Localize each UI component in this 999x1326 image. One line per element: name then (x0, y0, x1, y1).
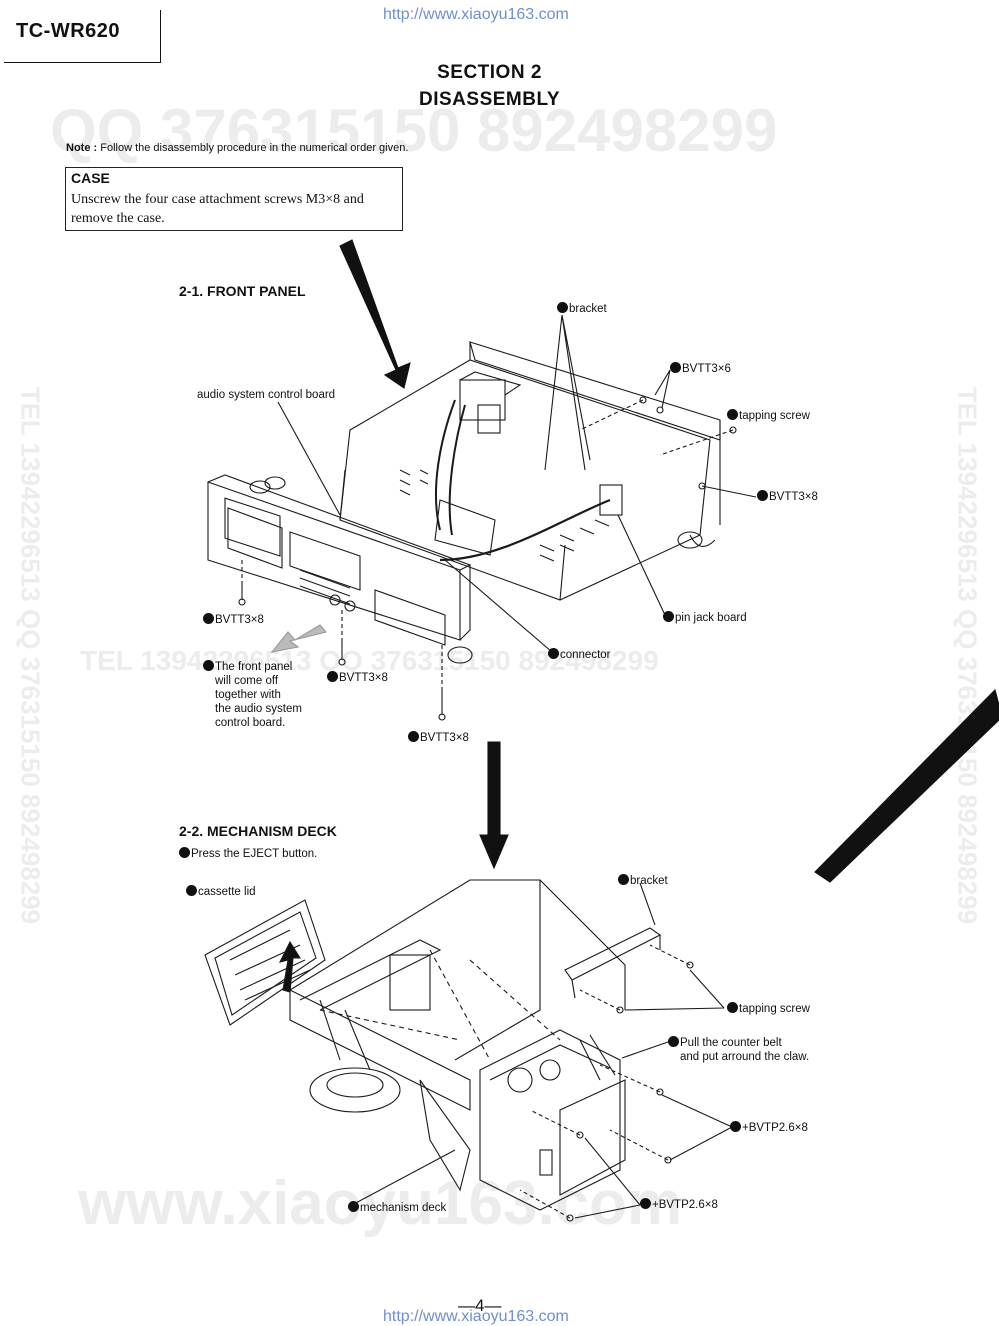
step-5-badge (730, 1121, 741, 1132)
top-url[interactable]: http://www.xiaoyu163.com (383, 6, 569, 23)
callout-bracket-text: bracket (569, 303, 607, 315)
callout-bvtp-bottom: +BVTP2.6×8 (640, 1198, 718, 1211)
step-1-badge (203, 613, 214, 624)
note-label: Note : (66, 142, 98, 154)
step-4-badge (727, 409, 738, 420)
callout-connector-text: connector (560, 649, 611, 661)
step-1-badge (408, 731, 419, 742)
front-panel-note-line: together with (215, 689, 281, 701)
mechanism-deck-heading: 2-2. MECHANISM DECK (179, 823, 337, 839)
watermark-tel: TEL 13942296513 QQ 376315150 892498299 (80, 645, 659, 676)
note-text: Follow the disassembly procedure in the … (100, 142, 409, 154)
callout-audio-board: audio system control board (197, 389, 336, 401)
callout-cassette-lid: cassette lid (186, 885, 256, 898)
section-subtitle: DISASSEMBLY (419, 89, 560, 110)
callout-counter-belt: Pull the counter belt and put arround th… (668, 1036, 809, 1064)
step-7-badge (557, 302, 568, 313)
callout-bvtp-right: +BVTP2.6×8 (730, 1121, 808, 1134)
step-4-badge (668, 1036, 679, 1047)
callout-mech-tapping-screw-text: tapping screw (739, 1003, 810, 1015)
callout-front-panel-note: The front panel will come off together w… (203, 660, 302, 730)
step-2-badge (727, 1002, 738, 1013)
callout-mech-tapping-screw: tapping screw (727, 1002, 810, 1015)
mechanism-deck-drawing (204, 879, 733, 1222)
callout-bvtt3x8-right: BVTT3×8 (757, 490, 818, 503)
callout-bvtt3x8-left: BVTT3×8 (203, 613, 264, 626)
callout-tapping-screw-text: tapping screw (739, 410, 810, 422)
step-2-badge (186, 885, 197, 896)
step-3-badge (670, 362, 681, 373)
case-box (65, 167, 403, 231)
front-panel-note-line: The front panel (203, 660, 302, 674)
step-5-badge (640, 1198, 651, 1209)
page-number: —4— (458, 1296, 502, 1315)
step-1-badge (179, 847, 190, 858)
step-2-badge (757, 490, 768, 501)
callout-bvtp-right-text: +BVTP2.6×8 (742, 1122, 808, 1134)
section-title: SECTION 2 (437, 62, 542, 83)
callout-bvtt3x8-mid-text: BVTT3×8 (339, 672, 388, 684)
front-panel-heading: 2-1. FRONT PANEL (179, 283, 306, 299)
front-panel-drawing (207, 314, 757, 721)
case-heading: CASE (71, 170, 110, 186)
callout-bvtp-bottom-text: +BVTP2.6×8 (652, 1199, 718, 1211)
callout-pin-jack: pin jack board (663, 611, 747, 624)
step-6-badge (348, 1201, 359, 1212)
callout-bvtt3x8-bottom: BVTT3×8 (408, 731, 469, 744)
counter-belt-line: Pull the counter belt (668, 1036, 809, 1050)
step-5-badge (663, 611, 674, 622)
callout-bvtt3x6: BVTT3×6 (670, 362, 731, 375)
corner-arrow (814, 688, 999, 883)
callout-bvtt3x8-right-text: BVTT3×8 (769, 491, 818, 503)
watermark-www: www.xiaoyu163.com (78, 1169, 683, 1238)
callout-mechanism-deck: mechanism deck (348, 1201, 446, 1214)
bottom-url[interactable]: http://www.xiaoyu163.com (383, 1308, 569, 1325)
callout-bvtt3x8-bottom-text: BVTT3×8 (420, 732, 469, 744)
front-panel-note-line: will come off (215, 675, 279, 687)
callout-bvtt3x8-mid: BVTT3×8 (327, 671, 388, 684)
watermark-qq: QQ 376315150 892498299 (50, 97, 778, 164)
front-panel-note-line: control board. (215, 717, 286, 729)
model-box (4, 10, 161, 63)
callout-connector: connector (548, 648, 611, 661)
screw-icons (238, 396, 737, 721)
step-6-badge (548, 648, 559, 659)
direction-arrow-mech (479, 741, 509, 870)
step-8-badge (203, 660, 214, 671)
callout-cassette-lid-text: cassette lid (198, 886, 256, 898)
callout-bvtt3x6-text: BVTT3×6 (682, 363, 731, 375)
note: Note : Follow the disassembly procedure … (66, 142, 408, 154)
callout-bracket: bracket (557, 302, 607, 315)
callout-pin-jack-text: pin jack board (675, 612, 747, 624)
model-number: TC-WR620 (16, 20, 121, 42)
case-text: Unscrew the four case attachment screws … (71, 192, 364, 226)
mech-step-1: Press the EJECT button. (179, 847, 317, 860)
counter-belt-line: and put arround the claw. (680, 1051, 810, 1063)
mech-step-1-text: Press the EJECT button. (191, 848, 318, 860)
front-panel-note-line: the audio system (215, 703, 302, 715)
step-1-badge (327, 671, 338, 682)
callout-tapping-screw: tapping screw (727, 409, 810, 422)
callout-mech-bracket-text: bracket (630, 875, 668, 887)
callout-mechanism-deck-text: mechanism deck (360, 1202, 447, 1214)
callout-bvtt3x8-left-text: BVTT3×8 (215, 614, 264, 626)
direction-arrow-front (339, 239, 411, 389)
callout-mech-bracket: bracket (618, 874, 668, 887)
step-3-badge (618, 874, 629, 885)
